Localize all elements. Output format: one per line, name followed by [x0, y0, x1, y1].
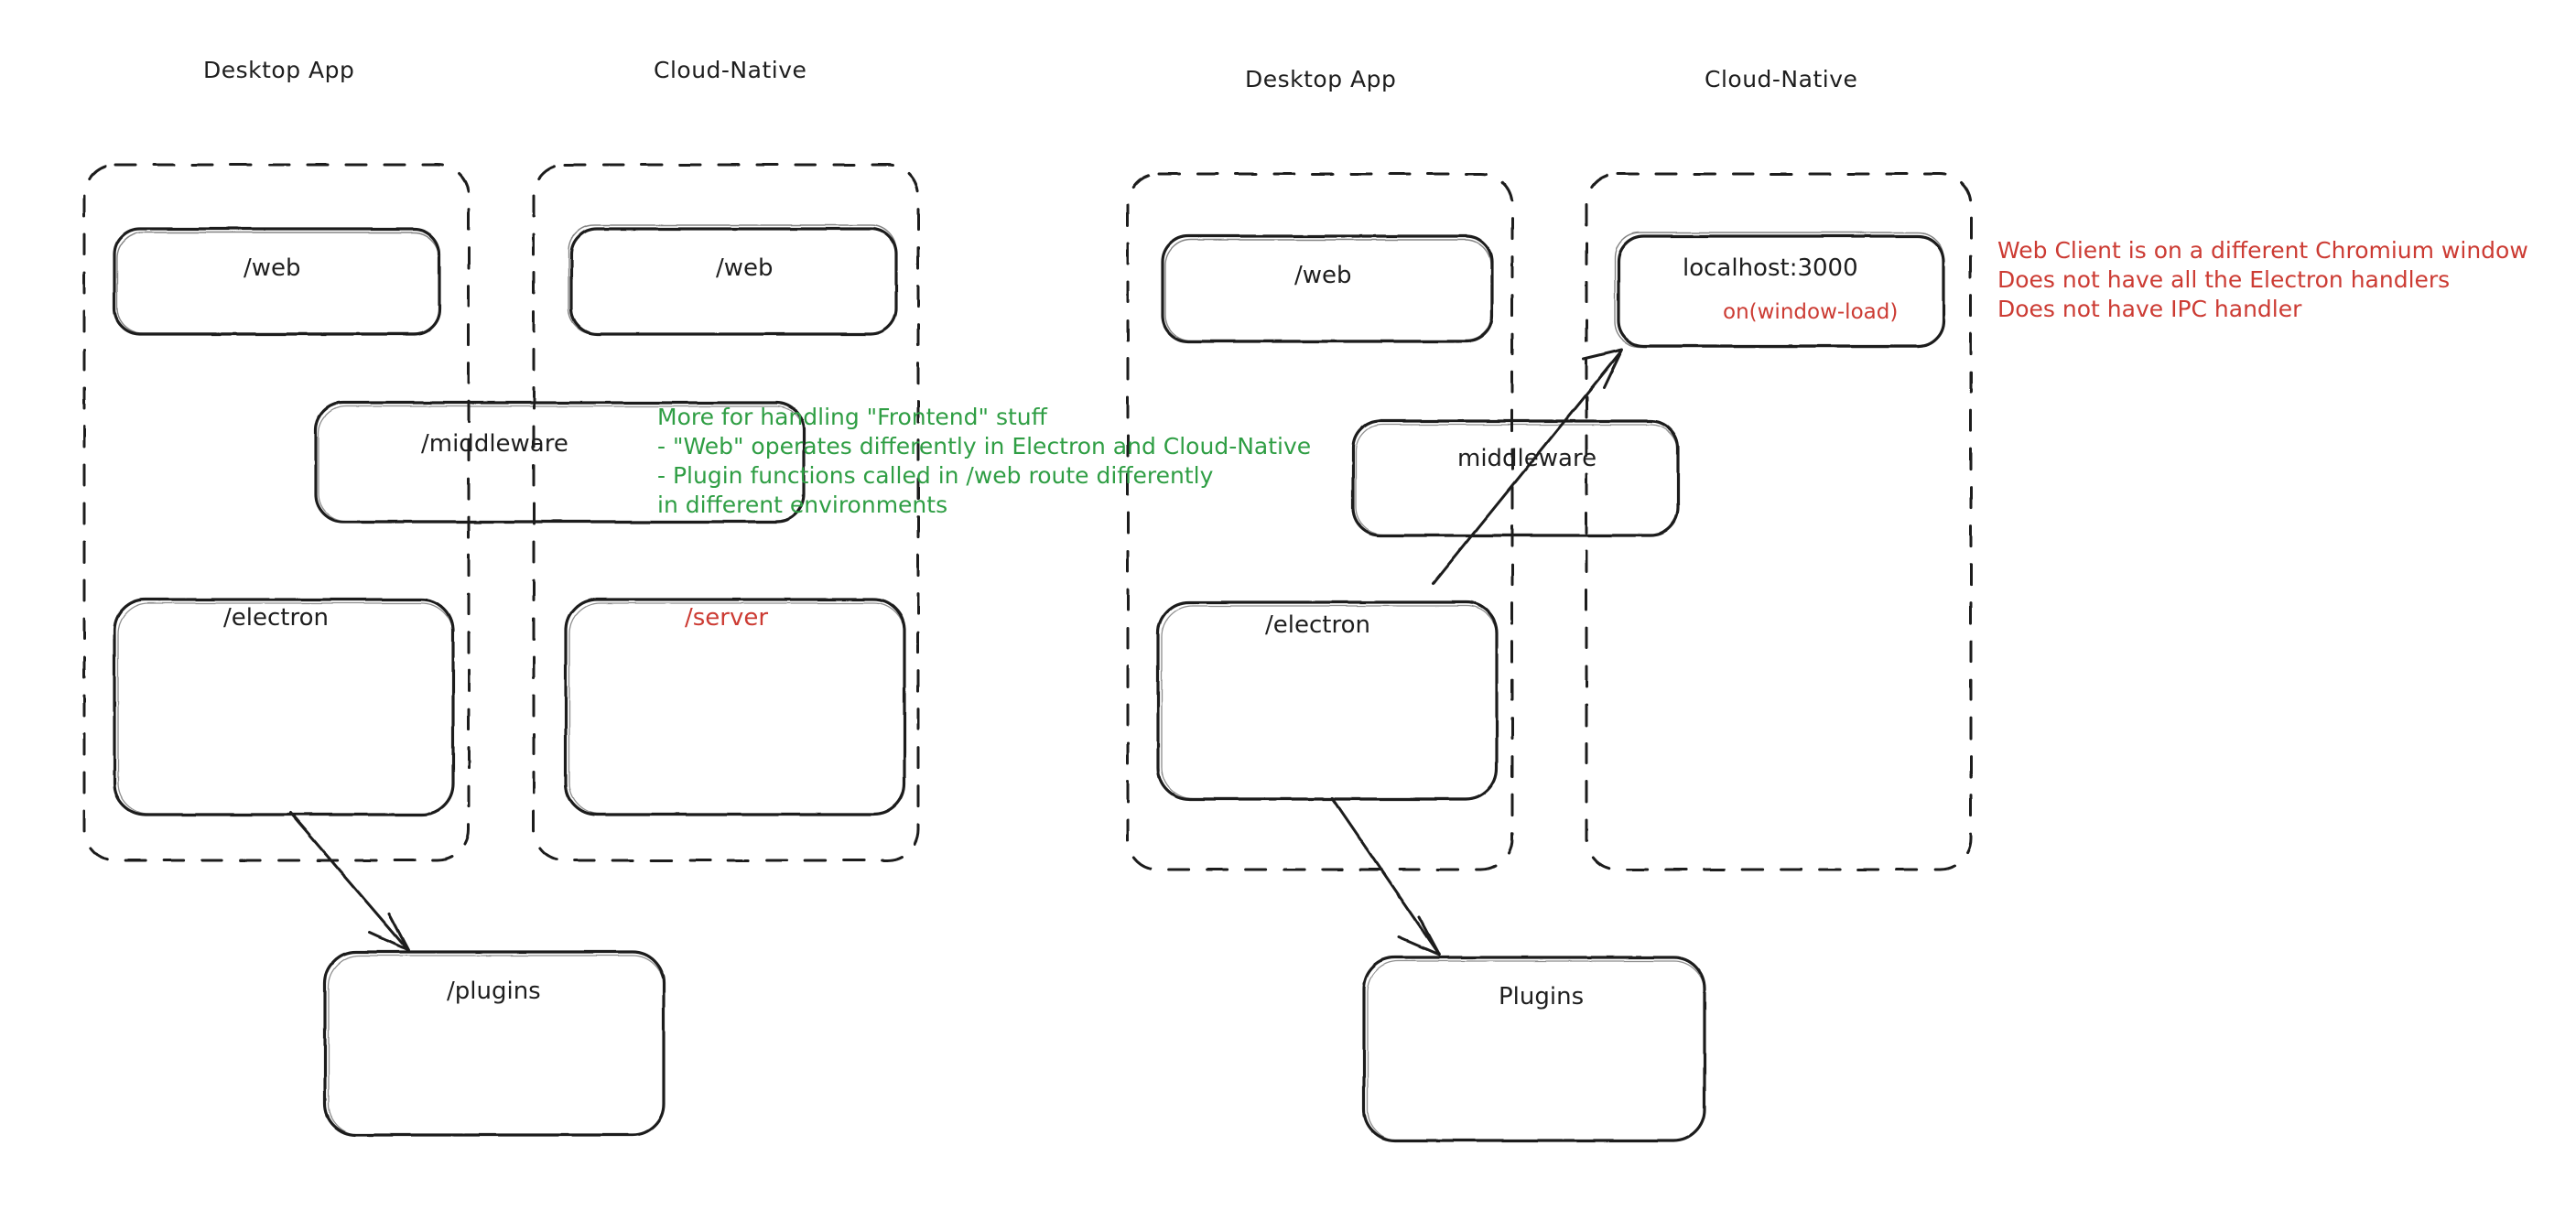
left-node-server[interactable] [564, 598, 906, 816]
right-edge-electron-to-plugins [1330, 796, 1441, 956]
left-node-middleware[interactable] [314, 401, 806, 524]
right-node-electron[interactable] [1156, 600, 1499, 801]
right-node-plugins[interactable] [1362, 956, 1706, 1142]
left-node-web-cloud[interactable] [568, 224, 898, 336]
left-edge-electron-to-plugins [288, 811, 410, 952]
right-group-cloud-native [1585, 172, 1973, 871]
right-group-desktop-app [1126, 172, 1514, 871]
left-node-plugins[interactable] [323, 950, 666, 1137]
right-node-web[interactable] [1161, 234, 1494, 343]
right-node-middleware[interactable] [1351, 419, 1680, 537]
right-node-localhost[interactable] [1614, 232, 1945, 348]
right-edge-electron-to-localhost [1431, 348, 1624, 586]
left-group-desktop-app [82, 163, 471, 862]
left-group-cloud-native [532, 163, 920, 862]
left-node-web-desktop[interactable] [113, 227, 441, 336]
left-node-electron[interactable] [113, 598, 455, 816]
